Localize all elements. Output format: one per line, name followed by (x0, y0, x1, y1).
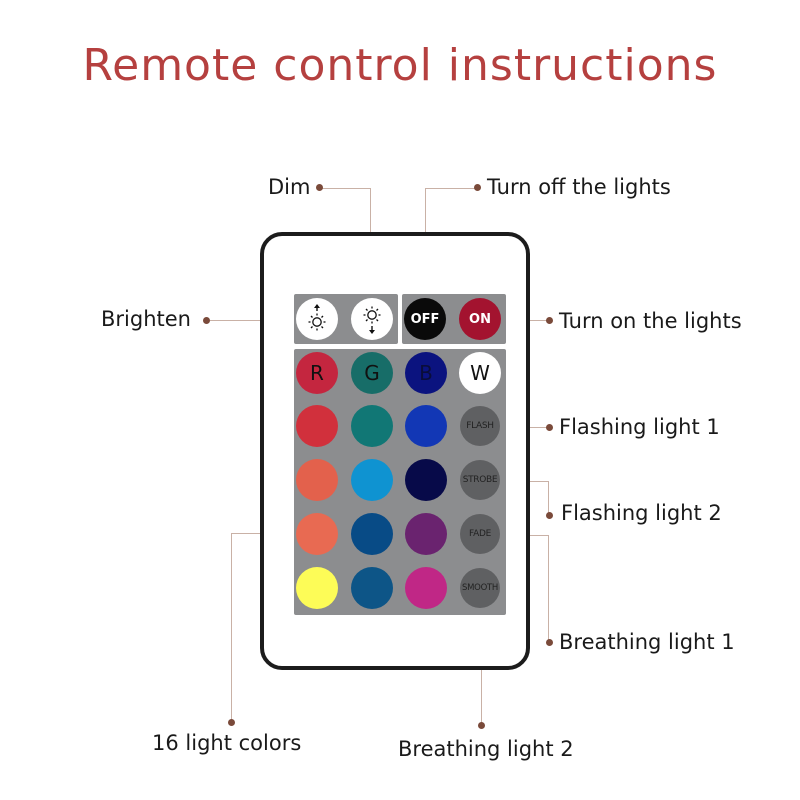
page-title: Remote control instructions (82, 40, 718, 91)
on-button[interactable]: ON (459, 298, 501, 340)
color-button-8[interactable] (351, 513, 393, 555)
red-button-label: R (310, 361, 324, 385)
color-button-10[interactable] (296, 567, 338, 609)
flash-button[interactable]: FLASH (460, 406, 500, 446)
label-dim: Dim (268, 175, 311, 199)
label-turn-off: Turn off the lights (487, 175, 671, 199)
blue-button[interactable]: B (405, 352, 447, 394)
color-button-7[interactable] (296, 513, 338, 555)
dot-breathing2 (478, 722, 485, 729)
dot-colors16 (228, 719, 235, 726)
color-button-11[interactable] (351, 567, 393, 609)
flash-button-label: FLASH (466, 421, 494, 431)
on-button-label: ON (469, 311, 491, 327)
label-breathing1: Breathing light 1 (559, 630, 735, 654)
smooth-button[interactable]: SMOOTH (460, 568, 500, 608)
label-flashing2: Flashing light 2 (561, 501, 722, 525)
fade-button[interactable]: FADE (460, 514, 500, 554)
color-button-1[interactable] (296, 405, 338, 447)
strobe-button-label: STROBE (462, 475, 498, 485)
strobe-button[interactable]: STROBE (460, 460, 500, 500)
red-button[interactable]: R (296, 352, 338, 394)
label-flashing1: Flashing light 1 (559, 415, 720, 439)
dot-flashing2 (546, 512, 553, 519)
label-colors16: 16 light colors (152, 731, 302, 755)
color-button-3[interactable] (405, 405, 447, 447)
color-button-5[interactable] (351, 459, 393, 501)
brightness-down-icon (359, 304, 385, 334)
label-brighten: Brighten (101, 307, 191, 331)
white-button-label: W (470, 361, 490, 385)
label-breathing2: Breathing light 2 (398, 737, 574, 761)
off-button-label: OFF (410, 311, 440, 327)
blue-button-label: B (419, 361, 433, 385)
color-button-12[interactable] (405, 567, 447, 609)
dot-breathing1 (546, 639, 553, 646)
leader-colors-v (231, 533, 232, 723)
label-turn-on: Turn on the lights (559, 309, 742, 333)
brighten-button[interactable] (296, 298, 338, 340)
color-button-4[interactable] (296, 459, 338, 501)
color-button-9[interactable] (405, 513, 447, 555)
fade-button-label: FADE (469, 529, 491, 539)
off-button[interactable]: OFF (404, 298, 446, 340)
dot-turn-on (546, 317, 553, 324)
leader-dim (322, 188, 371, 189)
color-button-2[interactable] (351, 405, 393, 447)
smooth-button-label: SMOOTH (462, 583, 498, 593)
white-button[interactable]: W (459, 352, 501, 394)
leader-off-h (425, 188, 475, 189)
dot-dim (316, 184, 323, 191)
leader-flash2-v (548, 481, 549, 516)
dim-button[interactable] (351, 298, 393, 340)
dot-brighten (203, 317, 210, 324)
brightness-up-icon (304, 304, 330, 334)
color-button-6[interactable] (405, 459, 447, 501)
dot-turn-off (474, 184, 481, 191)
green-button-label: G (364, 361, 380, 385)
green-button[interactable]: G (351, 352, 393, 394)
dot-flashing1 (546, 424, 553, 431)
leader-breath1-v (548, 535, 549, 643)
